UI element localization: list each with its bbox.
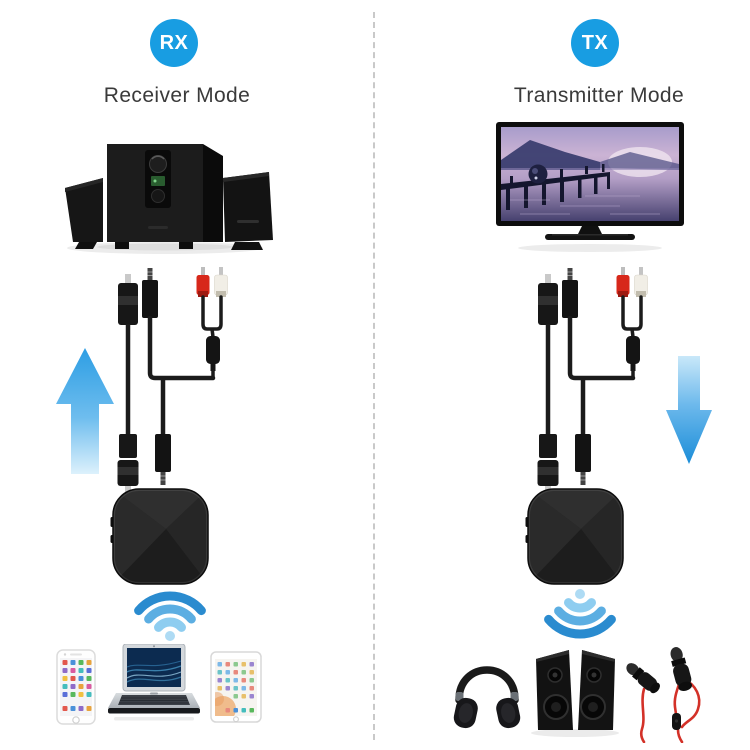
earbuds-icon — [626, 647, 701, 743]
tablet-icon — [210, 651, 262, 723]
bluetooth-adapter-left — [110, 487, 211, 586]
television-image — [496, 122, 684, 252]
tx-badge: TX — [571, 19, 619, 67]
up-arrow-icon — [56, 348, 114, 474]
bluetooth-adapter-right — [525, 487, 626, 586]
down-arrow-icon — [666, 356, 712, 464]
bookshelf-speakers-icon — [531, 650, 619, 737]
rx-badge: RX — [150, 19, 198, 67]
speaker-system-image — [65, 144, 273, 254]
transmitter-mode-title: Transmitter Mode — [513, 84, 685, 107]
laptop-icon — [108, 644, 200, 721]
wireless-signal-down-icon — [528, 587, 633, 643]
receiver-mode-title: Receiver Mode — [103, 84, 251, 107]
rx-badge-label: RX — [159, 31, 189, 54]
headphones-icon — [453, 666, 521, 729]
audio-cables-right — [505, 266, 675, 501]
center-divider — [373, 12, 375, 740]
smartphone-icon — [56, 649, 96, 725]
wireless-signal-up-icon — [118, 587, 223, 643]
tx-badge-label: TX — [581, 31, 609, 54]
